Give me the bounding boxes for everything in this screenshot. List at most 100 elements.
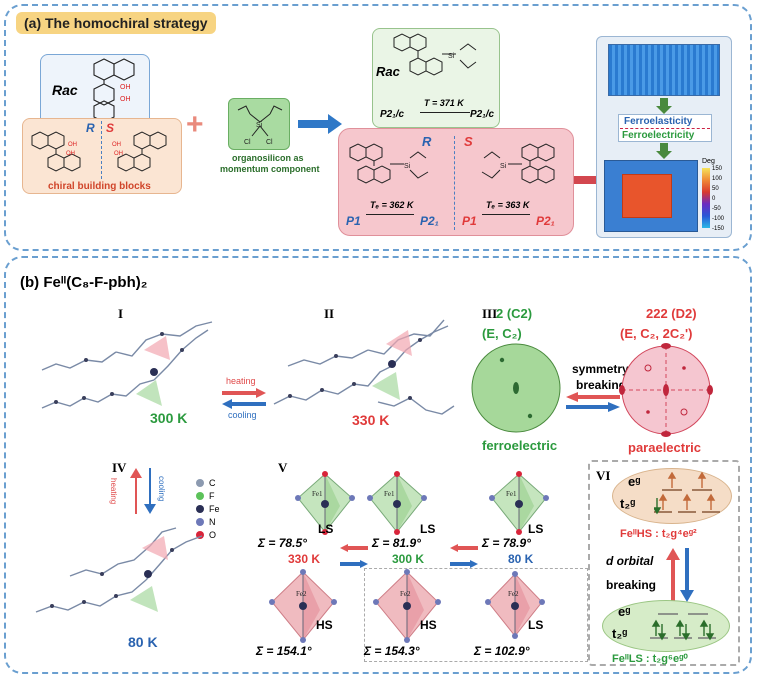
- atom-legend: C F Fe N O: [196, 476, 236, 546]
- molecule-II-structure: [273, 319, 455, 415]
- v-cooling-arrow-1: [340, 560, 368, 568]
- orbital-breaking-label: breaking: [606, 578, 657, 592]
- v-cooling-arrow-2: [450, 560, 478, 568]
- atom-n-icon: [196, 517, 204, 526]
- roman-III: III: [482, 306, 498, 321]
- svg-text:Si: Si: [256, 122, 263, 129]
- elements-right: (E, C₂, 2C₂'): [620, 326, 693, 341]
- r-transition-arrow: [366, 214, 414, 215]
- molecule-I-structure: [41, 321, 213, 409]
- rac-transition: T = 371 K: [424, 98, 464, 108]
- svg-text:Fe1: Fe1: [312, 490, 323, 498]
- svg-text:Si: Si: [500, 163, 507, 170]
- temp-mid-3: 80 K: [508, 552, 534, 566]
- s-product-structure: Si: [481, 143, 555, 184]
- vi-box: [588, 460, 740, 666]
- molecule-IV-structure: [35, 527, 203, 613]
- ferroelasticity-label: Ferroelasticity: [624, 116, 693, 127]
- r-phase-high: P2₁: [420, 214, 439, 228]
- svg-text:OH: OH: [68, 142, 77, 148]
- sigma-top-2: Σ = 81.9°: [372, 536, 421, 550]
- fe2-polyhedron-300: Fe2: [373, 569, 441, 643]
- legend-c: C: [196, 476, 236, 489]
- cooling-vertical-label: cooling: [157, 476, 166, 502]
- atom-fe-icon: [196, 504, 204, 513]
- rac-product-structure: Si: [393, 33, 477, 76]
- sigma-bottom-1: Σ = 154.1°: [256, 644, 312, 658]
- r-binol-structure: OH OH: [31, 131, 81, 172]
- down-arrow-1: [656, 98, 672, 114]
- spin-bottom-2: HS: [420, 618, 437, 632]
- svg-text:OH: OH: [66, 151, 75, 157]
- property-label-divider: [620, 128, 710, 129]
- roman-V: V: [278, 460, 288, 475]
- svg-text:Cl: Cl: [244, 139, 251, 146]
- scale-tick: -50: [712, 206, 721, 212]
- svg-text:Fe2: Fe2: [296, 590, 307, 598]
- svg-text:Si: Si: [404, 163, 411, 170]
- atom-c-icon: [196, 478, 204, 487]
- roman-VI: VI: [596, 468, 611, 483]
- fe1-polyhedron-80: Fe1: [489, 471, 549, 535]
- r-product-label: R: [422, 134, 432, 149]
- organosilicon-structure: Si Cl Cl: [237, 105, 283, 146]
- rs-divider: [101, 121, 102, 179]
- ferroelastic-domain-image: [608, 44, 720, 96]
- atom-o-icon: [196, 530, 204, 539]
- heating-arrow: [222, 388, 266, 398]
- s-product-label: S: [464, 134, 473, 149]
- s-transition-arrow: [482, 214, 530, 215]
- breaking-label: breaking: [576, 378, 627, 392]
- scale-tick: -150: [712, 226, 725, 232]
- panel-a: [4, 4, 752, 251]
- svg-text:Fe1: Fe1: [506, 490, 517, 498]
- legend-f: F: [196, 489, 236, 502]
- hs-eg-label: eᵍ: [628, 474, 641, 489]
- ls-config: FeᴵᴵLS : t₂g⁶eᵍ⁰: [612, 653, 688, 665]
- ferroelectricity-label: Ferroelectricity: [622, 130, 695, 141]
- v-heating-arrow-2: [450, 544, 478, 552]
- fe2-polyhedron-80: Fe2: [485, 571, 545, 639]
- elements-left: (E, C₂): [482, 326, 522, 341]
- ls-orbital-ellipse: [602, 600, 730, 652]
- svg-text:Si: Si: [448, 53, 455, 60]
- spin-top-2: LS: [420, 522, 436, 536]
- organosilicon-box: [228, 98, 290, 150]
- svg-text:Cl: Cl: [266, 139, 273, 146]
- legend-fe: Fe: [196, 502, 236, 515]
- d-orbital-label: d orbital: [606, 554, 654, 568]
- chiral-caption: chiral building blocks: [48, 181, 151, 192]
- domain-square: [622, 174, 672, 218]
- rac-phase-high: P2₁/c: [470, 109, 495, 120]
- symmetry-arrows: [566, 392, 620, 412]
- point-group-left: 2 (C2): [496, 306, 533, 321]
- temp-IV: 80 K: [128, 634, 158, 650]
- heating-label: heating: [226, 376, 256, 386]
- hs-config: FeᴵᴵHS : t₂g⁴eᵍ²: [620, 528, 697, 540]
- stereogram-c2: [471, 343, 561, 433]
- atom-f-icon: [196, 491, 204, 500]
- roman-IV: IV: [112, 460, 127, 475]
- r-tc: Tₑ = 362 K: [370, 200, 414, 210]
- svg-text:OH: OH: [120, 84, 131, 91]
- roman-II: II: [324, 306, 335, 321]
- r-phase-low: P1: [346, 214, 361, 228]
- scale-title: Deg: [702, 158, 715, 165]
- down-arrow-2: [656, 143, 672, 159]
- roman-I: I: [118, 306, 124, 321]
- rac-product-label: Rac: [376, 64, 400, 79]
- scale-tick: 150: [712, 166, 723, 172]
- hs-t2g-label: t₂ᵍ: [620, 496, 636, 511]
- heating-cooling-vertical: [130, 468, 156, 514]
- v-highlight-box: [364, 568, 588, 662]
- v-heating-arrow-1: [340, 544, 368, 552]
- sigma-top-3: Σ = 78.9°: [482, 536, 531, 550]
- rac-transition-arrow: [420, 112, 470, 113]
- svg-text:Fe2: Fe2: [508, 590, 519, 598]
- rac-phase-low: P2₁/c: [380, 109, 405, 120]
- sigma-bottom-3: Σ = 102.9°: [474, 644, 530, 658]
- heating-vertical-label: heating: [109, 478, 118, 505]
- rac-label: Rac: [52, 82, 78, 98]
- temp-I: 300 K: [150, 410, 188, 426]
- ls-spin-arrows: [650, 613, 716, 641]
